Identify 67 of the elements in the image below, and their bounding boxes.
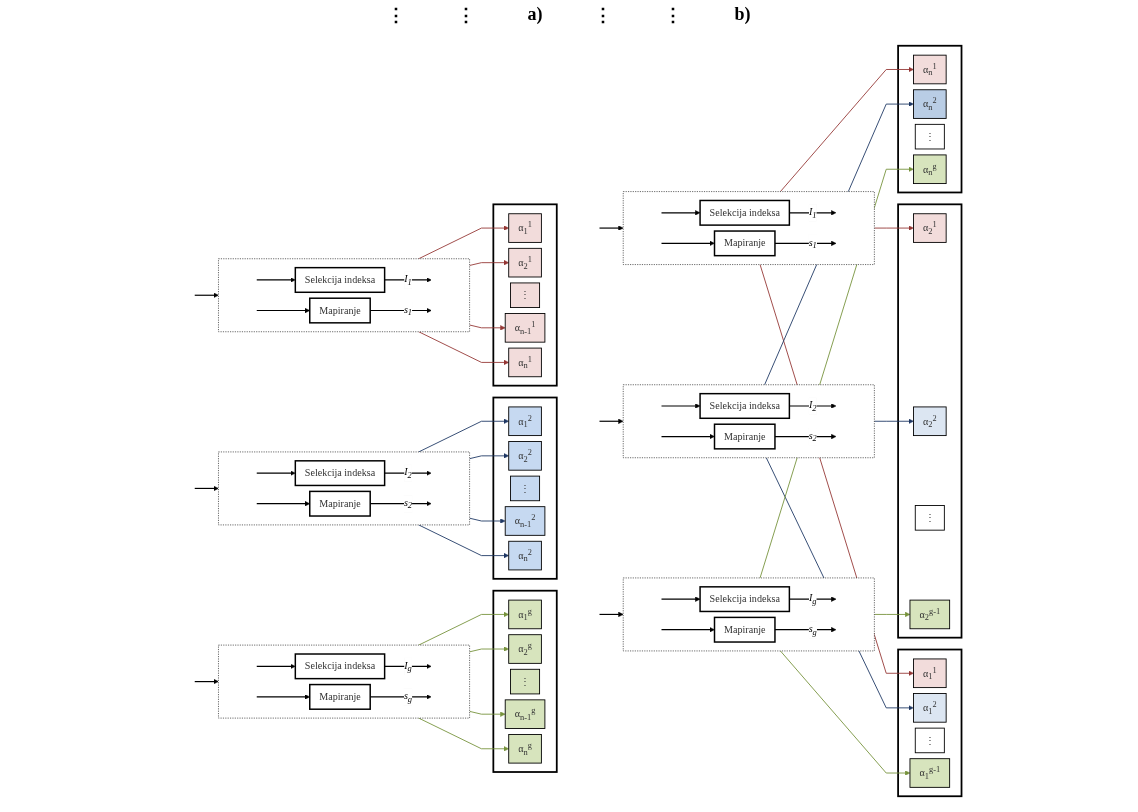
- edge-label: s$_{2}$: [809, 429, 818, 444]
- node-box: Mapiranje: [714, 616, 777, 643]
- node-box: Mapiranje: [714, 230, 777, 257]
- edge-label: s$_{1}$: [404, 303, 413, 318]
- arrow: [384, 470, 432, 476]
- ellipsis-dots: ⋮: [663, 4, 684, 26]
- panel-label: a): [526, 4, 544, 26]
- ellipsis-dots: ⋮: [593, 4, 614, 26]
- arrow: [661, 403, 701, 409]
- cluster: [623, 384, 875, 459]
- edge-label: s$_{1}$: [809, 236, 818, 250]
- cluster: [623, 577, 875, 652]
- node-box: Selekcija indeksa: [699, 199, 791, 226]
- node-box: ⋮: [510, 668, 541, 695]
- ellipsis-dots: ⋮: [456, 4, 477, 26]
- edge-label: s$_{g}$: [809, 622, 818, 637]
- arrow: [661, 210, 701, 216]
- node-box: Mapiranje: [714, 423, 777, 450]
- cluster: [492, 589, 558, 773]
- node-box: Selekcija indeksa: [294, 460, 386, 487]
- node-box: ⋮: [510, 475, 541, 502]
- node-box: ⋮: [915, 123, 946, 150]
- arrow: [599, 418, 624, 424]
- arrow: [256, 307, 311, 314]
- arrow: [384, 663, 432, 669]
- arrow: [256, 470, 296, 476]
- arrow: [256, 501, 311, 507]
- edge-label: I$_{g}$: [809, 592, 817, 606]
- arrow: [256, 277, 296, 283]
- cluster: [897, 203, 963, 639]
- node-box: ⋮: [915, 727, 946, 754]
- edge-label: I$_{2}$: [809, 399, 817, 413]
- arrow: [194, 292, 220, 298]
- cluster: [218, 258, 471, 333]
- edge-label: s$_{2}$: [404, 496, 413, 511]
- edge-label: I$_{2}$: [404, 466, 413, 480]
- arrow: [661, 596, 701, 602]
- arrow: [599, 611, 624, 618]
- cluster: [218, 644, 471, 719]
- arrow: [194, 485, 220, 492]
- cluster: [492, 396, 558, 580]
- cluster: [897, 44, 963, 194]
- node-box: ⋮: [510, 282, 541, 308]
- node-box: ⋮: [915, 505, 946, 531]
- edge-label: s$_{g}$: [404, 690, 413, 704]
- arrow: [599, 225, 624, 231]
- edge-label: I$_{1}$: [404, 273, 413, 287]
- arrow: [194, 679, 220, 685]
- edge-label: I$_{1}$: [809, 206, 817, 220]
- arrow: [789, 596, 837, 602]
- cluster: [218, 451, 471, 526]
- cluster: [492, 203, 558, 387]
- arrow: [256, 663, 296, 669]
- node-box: Selekcija indeksa: [699, 586, 791, 613]
- arrow: [256, 694, 311, 700]
- arrow: [384, 277, 432, 283]
- node-box: Mapiranje: [309, 490, 372, 517]
- node-box: Selekcija indeksa: [699, 392, 791, 420]
- edge-label: I$_{g}$: [404, 659, 413, 673]
- node-box: Mapiranje: [309, 683, 372, 710]
- ellipsis-dots: ⋮: [386, 4, 407, 26]
- node-box: Selekcija indeksa: [294, 266, 386, 293]
- cluster: [623, 191, 875, 265]
- node-box: Mapiranje: [309, 297, 372, 324]
- cluster: [897, 648, 963, 798]
- node-box: Selekcija indeksa: [294, 653, 386, 680]
- panel-label: b): [733, 4, 752, 26]
